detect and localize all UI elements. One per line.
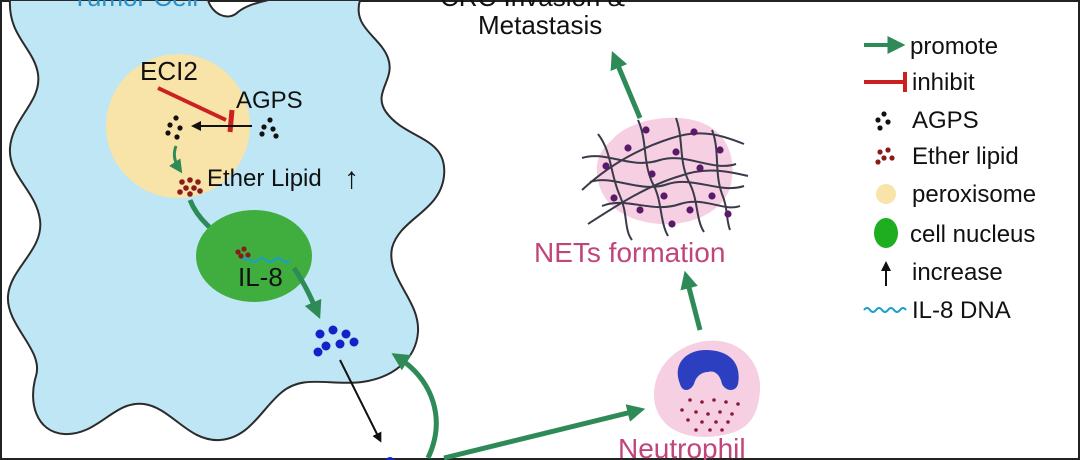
legend-label-increase: increase: [912, 259, 1003, 286]
il8-protein-dots: [313, 325, 359, 357]
ether-lipid-increase-icon: ↑: [344, 162, 359, 195]
agps-dots-icon: [875, 111, 891, 131]
nets-formation-label: NETs formation: [534, 237, 725, 268]
legend-label-cell-nucleus: cell nucleus: [910, 221, 1035, 248]
il8-to-neutrophil-arrow: [443, 404, 646, 460]
legend-label-ether-lipid: Ether lipid: [912, 143, 1019, 170]
outcome-label-line1: CRC Invasion &: [440, 0, 625, 12]
nets-to-metastasis-arrow: [610, 51, 643, 119]
il8-dna-wave-icon: [863, 307, 907, 313]
legend-label-peroxisome: peroxisome: [912, 181, 1036, 208]
il8-label: IL-8: [238, 262, 283, 292]
nucleus-icon: [874, 218, 898, 248]
eci2-label: ECI2: [140, 56, 198, 86]
neutrophil-to-nets-arrow: [680, 270, 703, 331]
peroxisome-icon: [876, 184, 896, 204]
neutrophil-nucleus: [677, 350, 739, 390]
legend-item-agps: AGPS: [875, 107, 979, 134]
ether-lipid-label: Ether Lipid: [207, 165, 322, 192]
neutrophil-label: Neutrophil: [618, 433, 746, 460]
agps-label: AGPS: [236, 87, 303, 114]
legend-item-inhibit: inhibit: [864, 69, 975, 96]
agps-dots-inner: [165, 115, 183, 140]
legend-label-il8-dna: IL-8 DNA: [912, 297, 1011, 324]
neutrophil: [653, 340, 761, 437]
eci2-inhibit-line: [157, 86, 235, 133]
legend-label-inhibit: inhibit: [912, 69, 975, 96]
agps-to-ether-lipid-arrow: [169, 145, 183, 174]
legend-label-agps: AGPS: [912, 107, 979, 134]
peroxisome-circle: [106, 54, 250, 198]
nucleus-ether-lipid-dots: [235, 246, 251, 259]
peroxisome: [106, 54, 250, 198]
neutrophil-granules: [680, 398, 740, 432]
tumor-cell-title: Tumor Cell: [72, 0, 198, 12]
secreted-il8-dot: [385, 457, 395, 460]
legend-item-increase: increase: [881, 259, 1003, 286]
cell-nucleus: [196, 210, 312, 302]
legend-item-cell-nucleus: cell nucleus: [874, 218, 1035, 248]
outcome-label-line2: Metastasis: [478, 10, 602, 40]
legend-item-peroxisome: peroxisome: [876, 181, 1036, 208]
nucleus-to-il8-arrow: [291, 266, 322, 319]
nucleus-oval: [196, 210, 312, 302]
legend-item-ether-lipid: Ether lipid: [875, 143, 1019, 170]
il8-dna-wave: [241, 257, 291, 263]
ether-lipid-dots: [177, 177, 203, 197]
il8-secretion-arrow: [339, 359, 382, 443]
legend-label-promote: promote: [910, 33, 998, 60]
legend: promote inhibit AGPS Ether lipid peroxis…: [863, 33, 1036, 324]
il8-feedback-arrow: [391, 353, 439, 460]
agps-dots-outer: [259, 117, 279, 139]
legend-item-il8-dna: IL-8 DNA: [863, 297, 1011, 324]
nets-chromatin-strands: [581, 117, 749, 241]
legend-item-promote: promote: [864, 33, 998, 60]
ether-lipid-dots-icon: [875, 147, 895, 165]
nets-granules: [602, 126, 732, 228]
nets-web: [581, 117, 749, 241]
